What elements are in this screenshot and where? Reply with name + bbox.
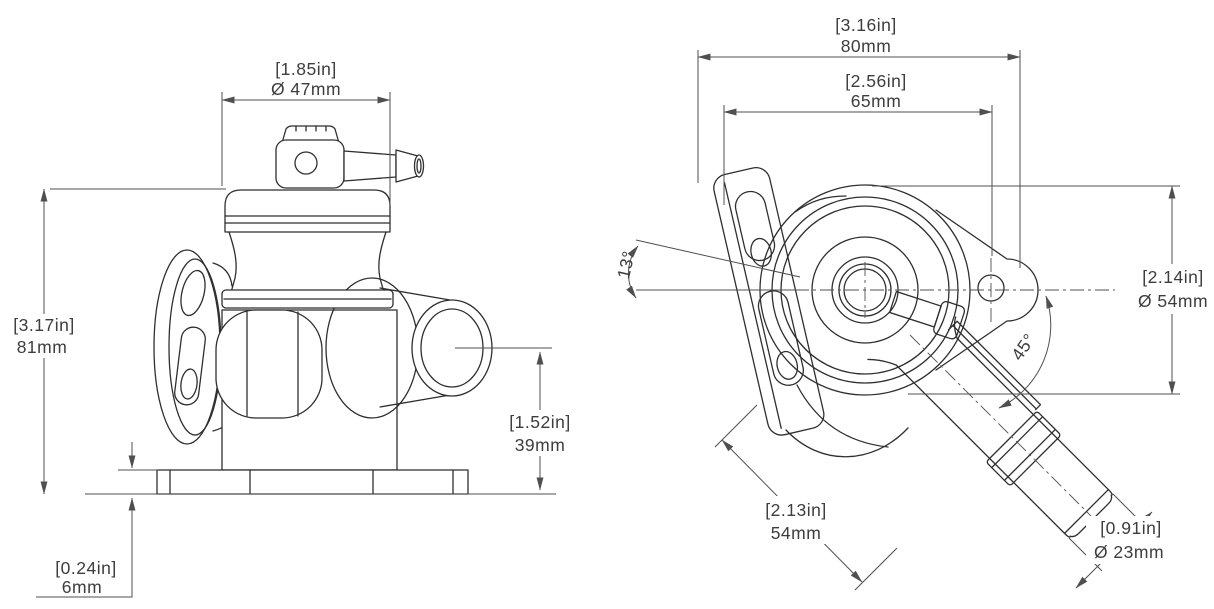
dim-body-diameter-metric: Ø 54mm (1138, 291, 1208, 311)
dim-overall-height-metric: 81mm (17, 337, 68, 357)
dim-flange-thickness: [0.24in] 6mm (36, 442, 158, 598)
dim-overall-width-inches: [3.16in] (835, 15, 896, 35)
dim-cap-diameter-inches: [1.85in] (275, 59, 336, 79)
dim-outlet-length-metric: 54mm (771, 523, 822, 543)
dim-outlet-height-metric: 39mm (515, 435, 566, 455)
dim-hole-spacing-inches: [2.56in] (845, 71, 906, 91)
dim-outlet-pipe-diameter: [0.91in] Ø 23mm (1068, 493, 1176, 589)
top-bracket (713, 167, 825, 436)
front-outlet-tube (379, 287, 451, 408)
centerlines (645, 258, 1115, 536)
dim-overall-height: [3.17in] 81mm (6, 188, 556, 495)
dim-overall-height-inches: [3.17in] (13, 315, 74, 335)
dim-outlet-length: [2.13in] 54mm (714, 404, 898, 591)
front-boss-square (215, 309, 323, 419)
top-vacuum-nipple (888, 290, 966, 340)
top-view (645, 167, 1115, 538)
front-spring-section (228, 231, 237, 297)
dim-overall-width: [3.16in] 80mm (697, 15, 1021, 268)
front-view (153, 125, 493, 495)
dim-outlet-pipe-diameter-metric: Ø 23mm (1094, 542, 1164, 562)
dim-outlet-pipe-diameter-inches: [0.91in] (1100, 518, 1161, 538)
dim-hole-spacing-metric: 65mm (851, 91, 902, 111)
dim-body-diameter: [2.14in] Ø 54mm (872, 185, 1214, 395)
dim-hole-spacing: [2.56in] 65mm (723, 71, 993, 256)
dim-flange-thickness-inches: [0.24in] (55, 558, 116, 578)
dim-outlet-length-inches: [2.13in] (765, 500, 826, 520)
dim-outlet-height-inches: [1.52in] (509, 412, 570, 432)
front-cap-dome (224, 189, 391, 233)
dim-cap-diameter-metric: Ø 47mm (271, 79, 341, 99)
top-outlet-pipe (867, 316, 1113, 538)
dim-flange-thickness-metric: 6mm (62, 577, 102, 597)
front-base-flange (156, 469, 469, 495)
dim-cap-diameter: [1.85in] Ø 47mm (221, 59, 391, 206)
dim-overall-width-metric: 80mm (841, 36, 892, 56)
dim-body-diameter-inches: [2.14in] (1142, 267, 1203, 287)
dim-outlet-angle: 45° (998, 295, 1054, 409)
dim-outlet-height: [1.52in] 39mm (455, 347, 576, 491)
front-vacuum-port (275, 125, 425, 189)
dim-bracket-angle-label: 13° (613, 249, 639, 281)
dim-outlet-angle-label: 45° (1007, 330, 1039, 364)
